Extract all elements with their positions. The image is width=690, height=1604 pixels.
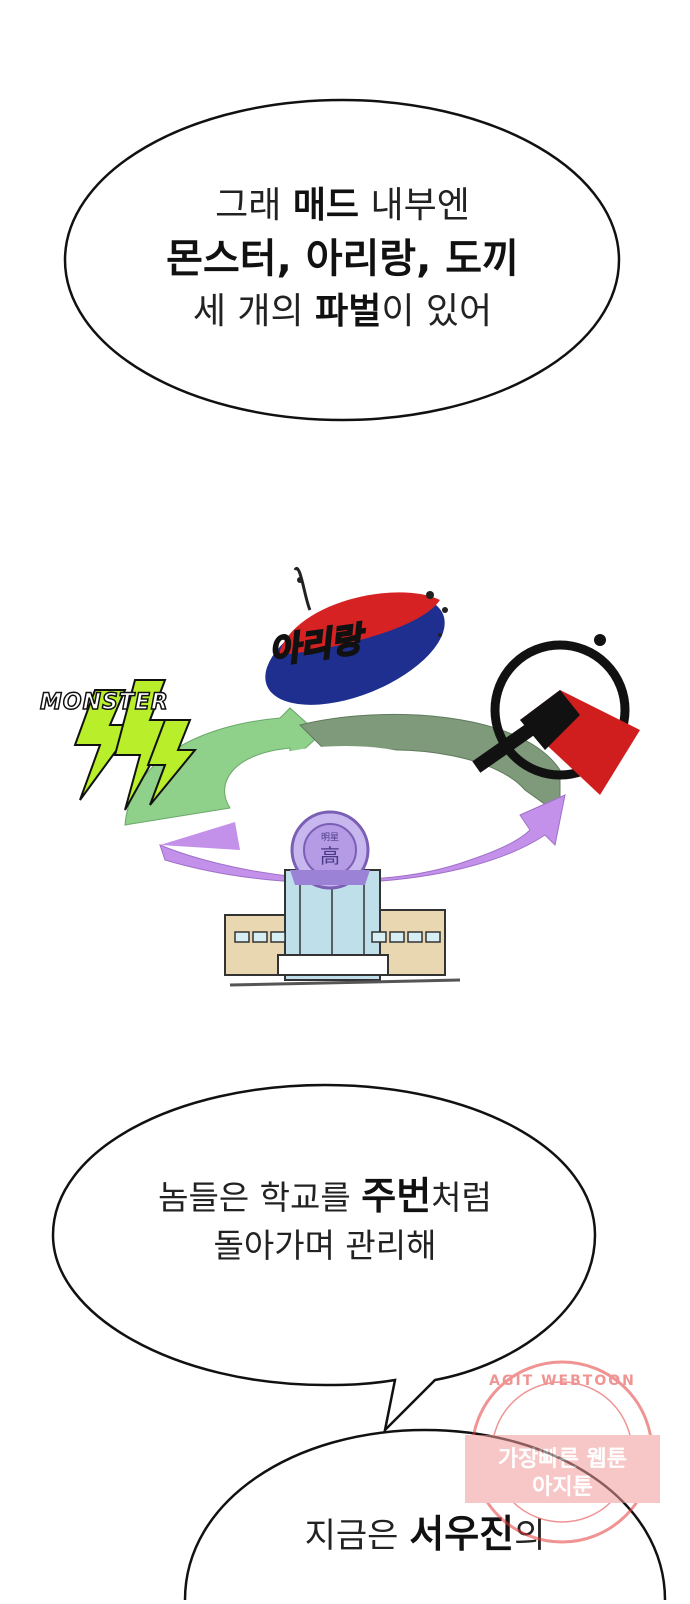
bubble1-line1-b: 매드 <box>292 185 360 226</box>
darkgreen-arrow <box>299 713 561 816</box>
arirang-emblem <box>265 566 448 705</box>
faction-cycle-svg <box>73 566 640 987</box>
speech-bubble-1-text: 그래 매드 내부엔 몬스터, 아리랑, 도끼 세 개의 파벌이 있어 <box>60 181 625 337</box>
green-arrow <box>124 707 321 826</box>
watermark-arc-text: AGIT WEBTOON <box>489 1373 636 1389</box>
school-emblem-char: 高 <box>320 844 340 868</box>
school-building <box>224 869 461 987</box>
speech-bubble-3-text: 지금은 서우진의 <box>175 1510 675 1560</box>
faction-diagram: MONSTER 아리랑 明星 高 <box>0 540 690 1010</box>
bubble2-line1-b: 주번 <box>361 1174 432 1218</box>
bubble2-line1-c: 처럼 <box>431 1178 492 1217</box>
speech-bubble-1-shape <box>63 98 621 422</box>
speech-bubble-1: 그래 매드 내부엔 몬스터, 아리랑, 도끼 세 개의 파벌이 있어 <box>60 95 625 430</box>
bubble1-line1-a: 그래 <box>215 185 293 226</box>
bubble1-line2: 몬스터, 아리랑, 도끼 <box>166 236 519 282</box>
school-emblem <box>290 810 370 890</box>
monster-label: MONSTER <box>39 689 169 716</box>
watermark-ring <box>465 1360 660 1544</box>
bubble2-line1-a: 놈들은 학교를 <box>158 1178 362 1217</box>
watermark: AGIT WEBTOON 가장빠른 웹툰 아지툰 <box>465 1355 660 1550</box>
speech-bubble-2: 놈들은 학교를 주번처럼 돌아가며 관리해 <box>45 1080 605 1440</box>
bubble2-line2: 돌아가며 관리해 <box>213 1226 437 1265</box>
axe-emblem <box>472 634 640 795</box>
watermark-line2: 아지툰 <box>532 1475 593 1500</box>
bubble1-line3-b: 파벌 <box>315 291 382 332</box>
bubble1-line3-a: 세 개의 <box>192 291 316 332</box>
school-emblem-top: 明星 <box>320 833 339 843</box>
bubble1-line3-c: 이 있어 <box>381 291 493 332</box>
purple-arrow-head-left <box>160 822 240 850</box>
bubble3-line1-a: 지금은 <box>304 1516 410 1556</box>
bubble3-line1-b: 서우진 <box>409 1512 515 1556</box>
speech-bubble-2-shape <box>51 1083 597 1434</box>
watermark-line1: 가장빠른 웹툰 <box>497 1447 628 1472</box>
speech-bubble-2-text: 놈들은 학교를 주번처럼 돌아가며 관리해 <box>45 1172 605 1270</box>
monster-emblem <box>73 679 198 811</box>
bubble1-line1-c: 내부엔 <box>359 185 470 226</box>
